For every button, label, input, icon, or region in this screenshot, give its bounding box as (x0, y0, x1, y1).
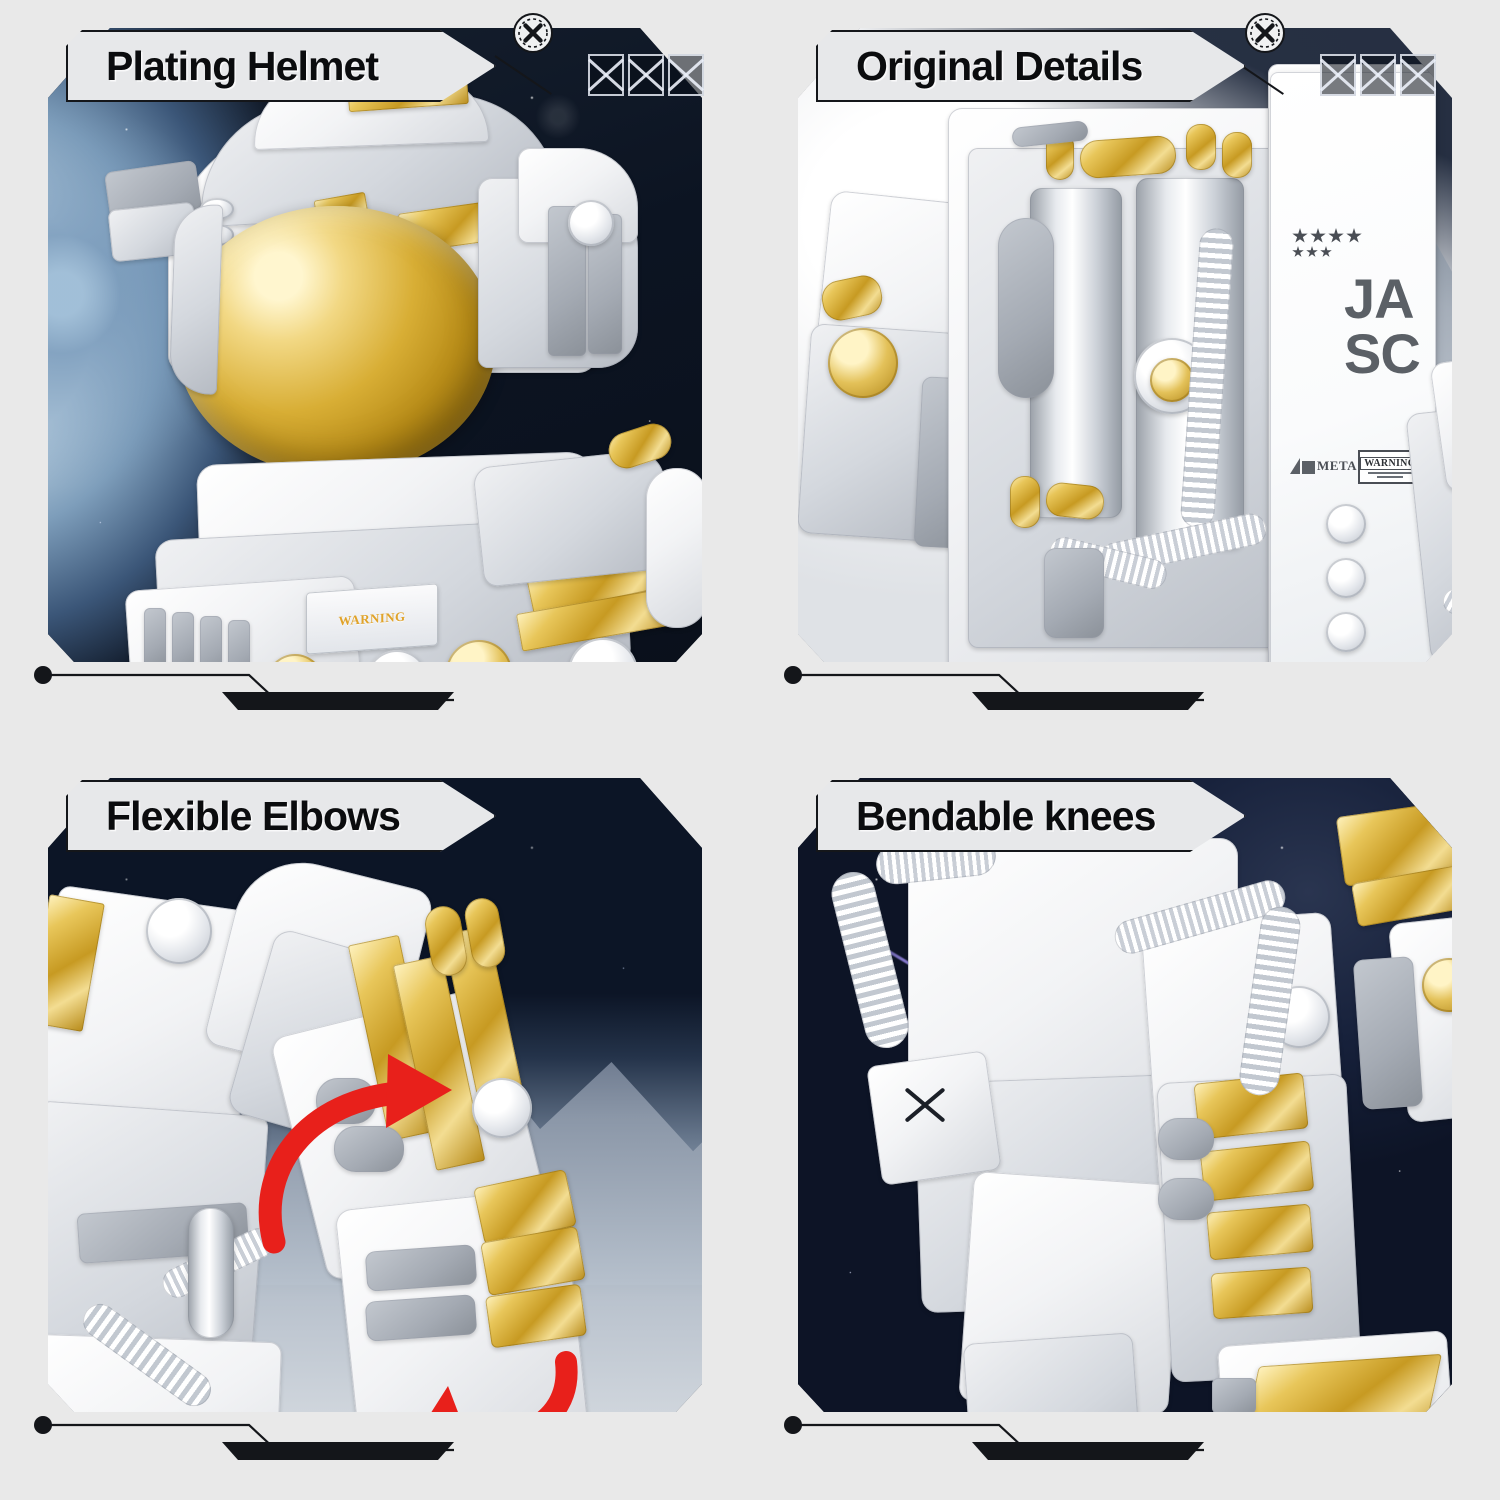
panel-title-banner-2: Original Details (816, 30, 1246, 102)
panel-title-banner-3: Flexible Elbows (66, 780, 496, 852)
x-circle-icon (1244, 12, 1286, 54)
panel-footer-decoration-1 (34, 666, 454, 712)
placard-bar (1377, 476, 1403, 478)
panel-title-1: Plating Helmet (106, 42, 379, 89)
vent-grille-icon (1320, 54, 1436, 96)
panel-image-bendable-knees (798, 778, 1452, 1412)
panel-image-original-details: JA SC META WARNING (798, 28, 1452, 662)
panel-title-banner-1: Plating Helmet (66, 30, 496, 102)
curved-arrow-icon (246, 1056, 526, 1286)
vent-grille-icon (588, 54, 704, 96)
panel-image-flexible-elbows (48, 778, 702, 1412)
gold-visor (176, 206, 496, 476)
panel-title-banner-4: Bendable knees (816, 780, 1246, 852)
panel-title-3: Flexible Elbows (106, 792, 401, 839)
plate-code-line-1: JA (1344, 267, 1414, 330)
illustration-backpack: JA SC META WARNING (798, 28, 1452, 662)
panel-bendable-knees: Bendable knees (750, 750, 1500, 1500)
meta-square-icon (1302, 461, 1315, 474)
meta-brand-text: META (1317, 458, 1358, 473)
placard-bar (1368, 472, 1412, 474)
panel-footer-decoration-3 (34, 1416, 454, 1462)
illustration-legs (798, 778, 1452, 1412)
x-cross-icon (898, 1078, 952, 1132)
illustration-helmet: WARNING (48, 28, 702, 662)
rank-stars-icon (1292, 228, 1370, 258)
meta-brand-mark: META (1290, 458, 1357, 474)
panel-title-4: Bendable knees (856, 792, 1156, 839)
plate-code-line-2: SC (1344, 322, 1420, 385)
panel-title-2: Original Details (856, 42, 1143, 89)
panel-flexible-elbows: Flexible Elbows (0, 750, 750, 1500)
warning-sticker-plate: WARNING (306, 583, 438, 654)
warning-label-text: WARNING (338, 608, 406, 629)
panel-original-details: JA SC META WARNING (750, 0, 1500, 750)
meta-triangle-icon (1290, 458, 1300, 474)
panel-footer-decoration-4 (784, 1416, 1204, 1462)
panel-plating-helmet: WARNING Plating Helmet (0, 0, 750, 750)
x-circle-icon (512, 12, 554, 54)
panel-footer-decoration-2 (784, 666, 1204, 712)
panel-image-plating-helmet: WARNING (48, 28, 702, 662)
